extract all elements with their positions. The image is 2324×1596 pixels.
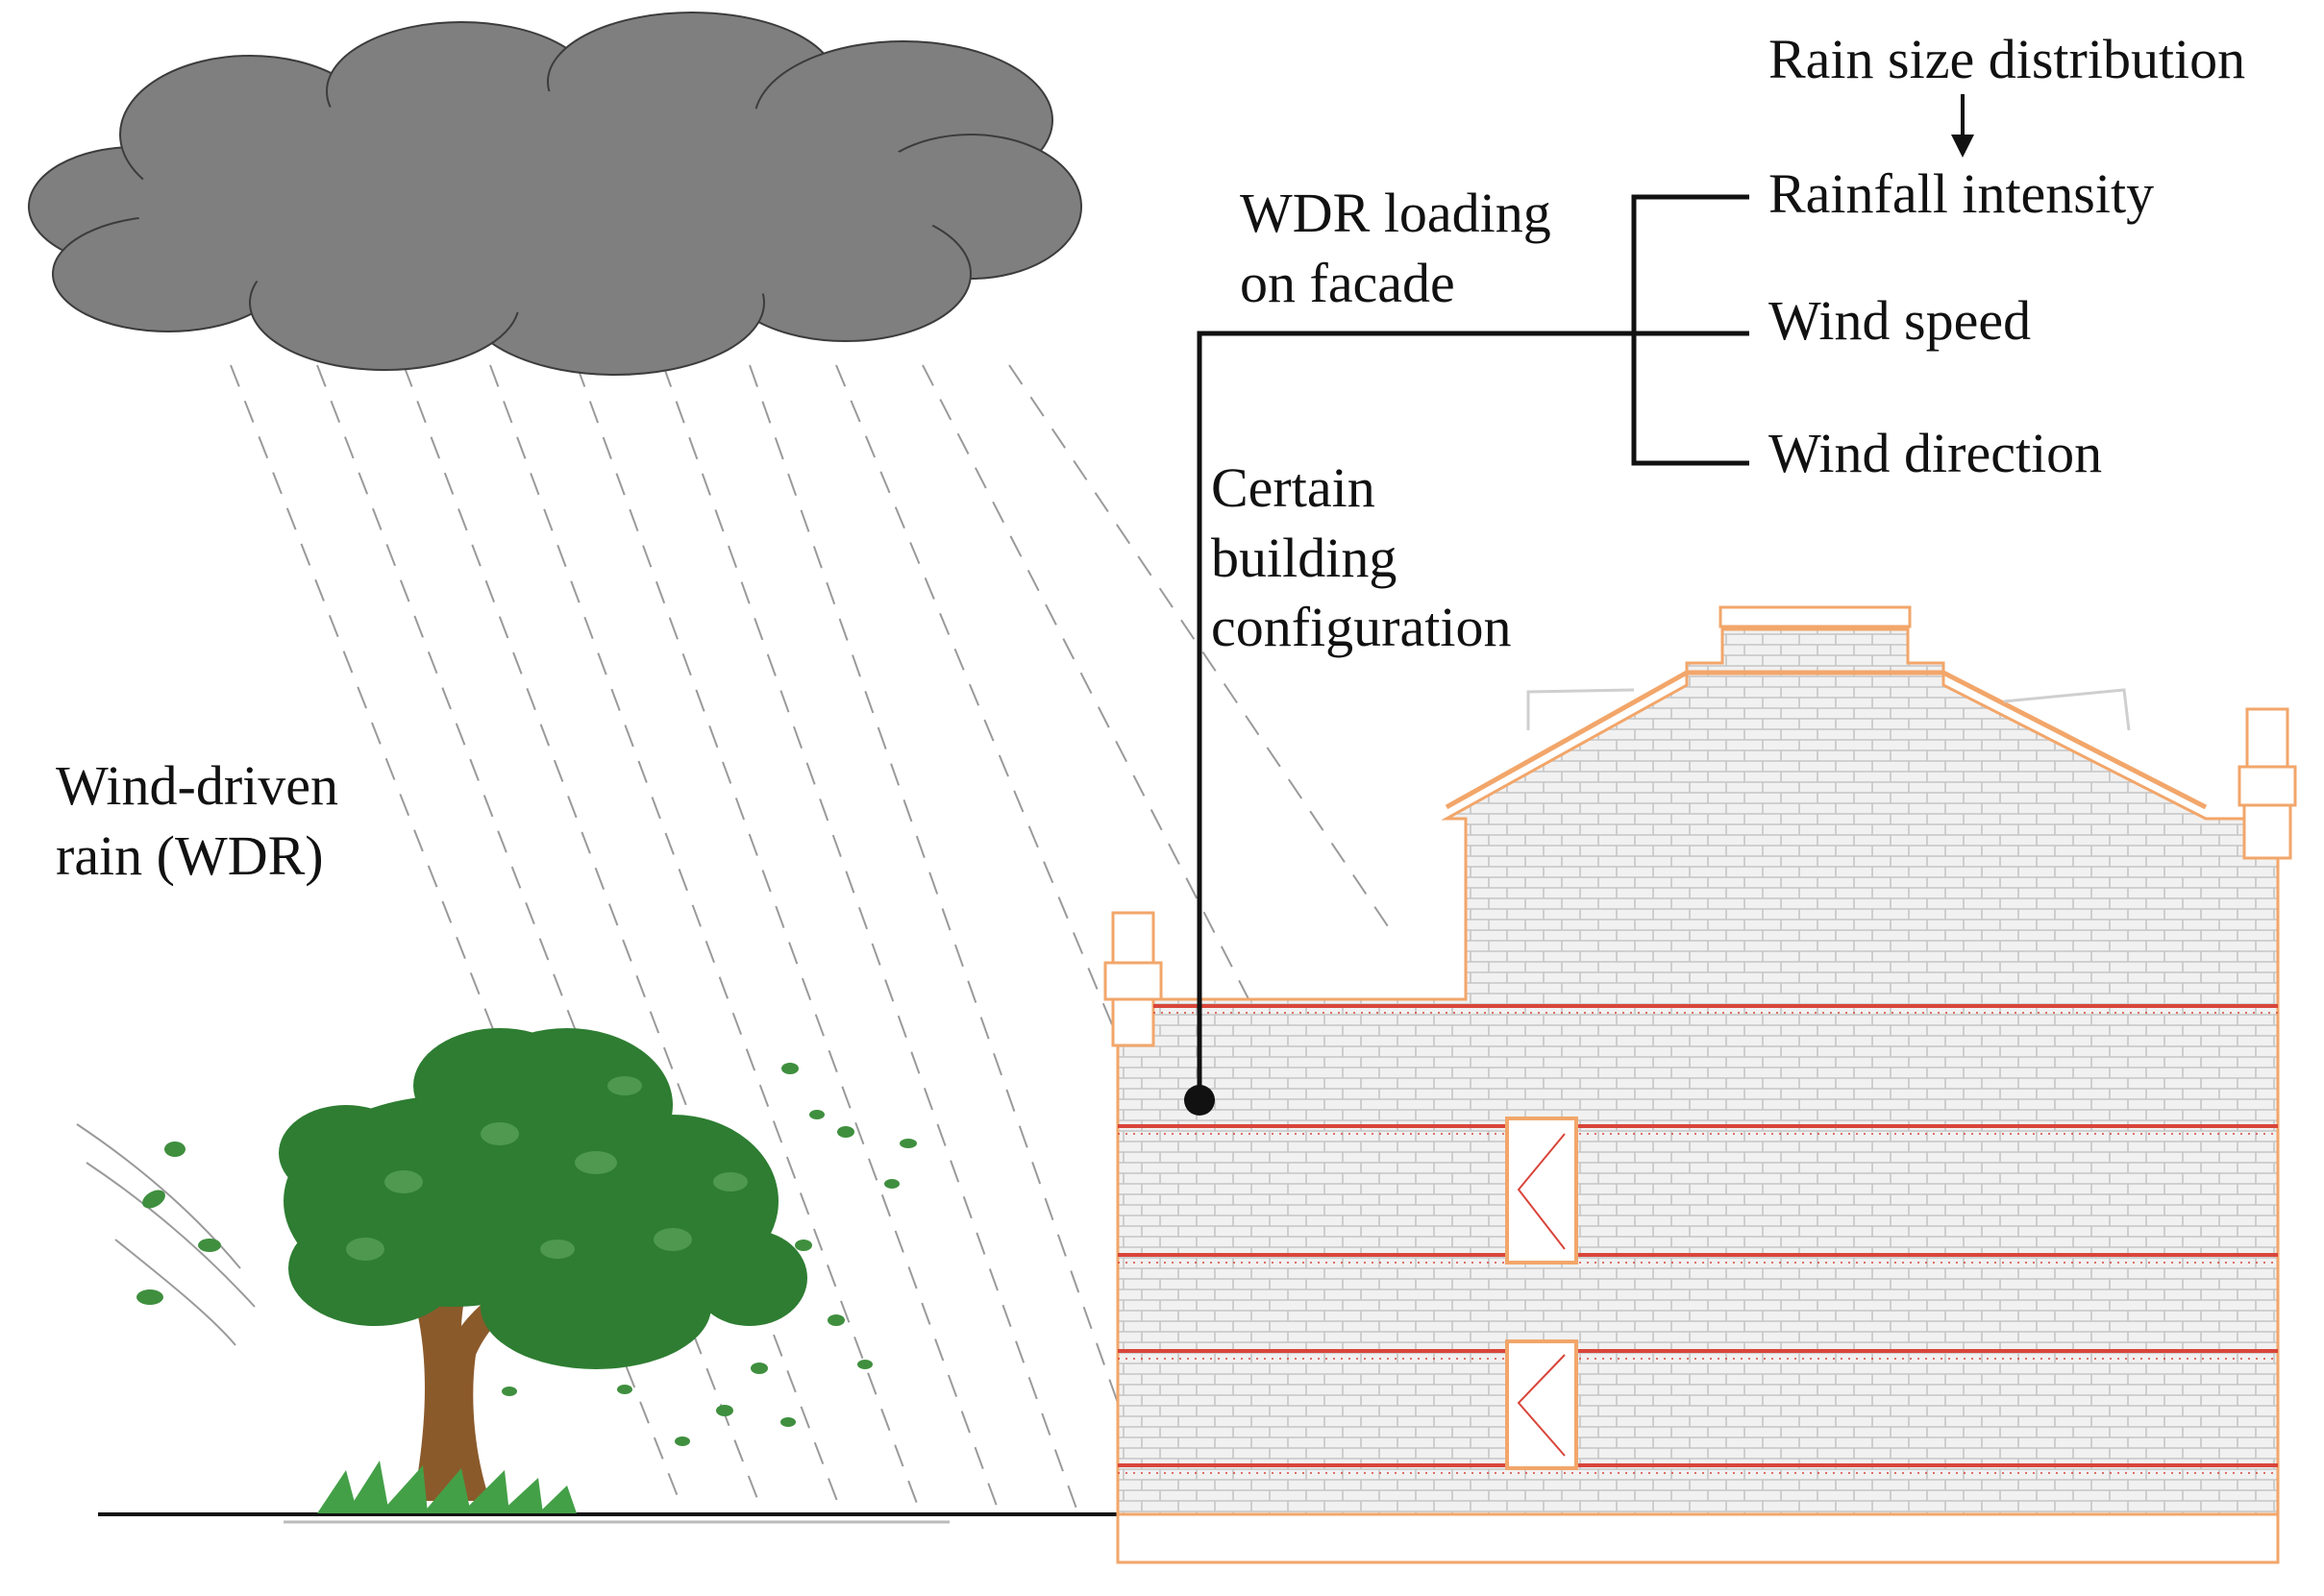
rain-streak	[576, 364, 999, 1510]
connector-lines	[1197, 194, 1749, 1100]
rain-streak	[922, 364, 1314, 1125]
rain-size-distribution-label: Rain size distribution	[1768, 28, 2246, 90]
rain-streak	[489, 364, 920, 1510]
building-icon	[1103, 605, 2297, 1564]
building-configuration-label: Certain building configuration	[1211, 456, 1512, 658]
wind-direction-label: Wind direction	[1768, 422, 2103, 484]
facade-point-marker	[1184, 1085, 1215, 1116]
leaves-icon	[136, 1063, 917, 1446]
rain-streak	[749, 364, 1156, 1510]
wdr-label: Wind-driven rain (WDR)	[56, 754, 339, 887]
rain-streak	[662, 364, 1077, 1510]
wind-speed-label: Wind speed	[1768, 289, 2032, 352]
rainfall-intensity-label: Rainfall intensity	[1768, 162, 2155, 225]
wdr-loading-label: WDR loading on facade	[1240, 182, 1551, 314]
wind-streaks	[76, 1123, 256, 1346]
rain-streak	[230, 364, 683, 1510]
tree-icon	[279, 1028, 807, 1513]
cloud-icon	[28, 12, 1082, 376]
arrow-down-icon	[1951, 94, 1974, 158]
